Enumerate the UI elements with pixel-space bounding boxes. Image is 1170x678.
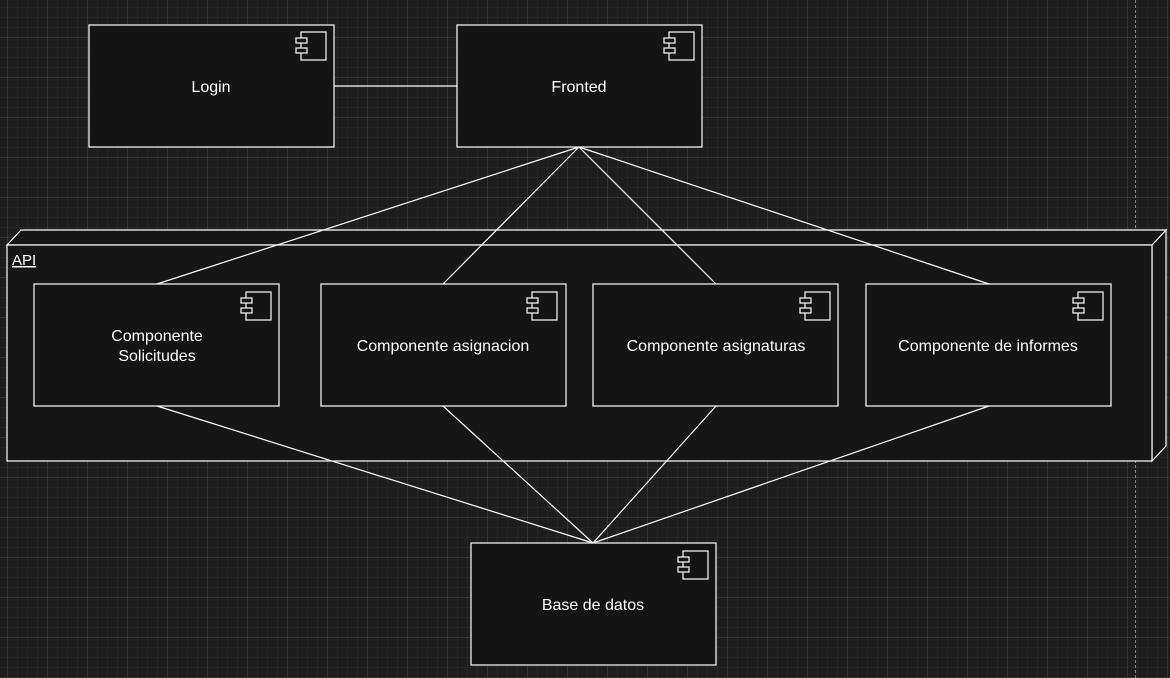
asignacion-component[interactable]: Componente asignacion [320,283,567,407]
connector-frontend-solicitudes[interactable] [156,146,580,285]
database-component-box [470,542,717,666]
component-icon [663,31,695,61]
database-component[interactable]: Base de datos [470,542,717,666]
login-component[interactable]: Login [88,24,335,148]
connector-frontend-asignaturas[interactable] [578,146,717,285]
solicitudes-label-line2: Solicitudes [118,348,195,365]
asignaturas-label: Componente asignaturas [627,338,806,355]
solicitudes-component[interactable]: Componente Solicitudes [33,283,280,407]
informes-component-box [865,283,1112,407]
asignaturas-component[interactable]: Componente asignaturas [592,283,839,407]
frontend-component[interactable]: Fronted [456,24,703,148]
frontend-component-box [456,24,703,148]
asignacion-label: Componente asignacion [357,338,530,355]
asignaturas-component-box [592,283,839,407]
component-icon [1072,291,1104,321]
informes-label: Componente de informes [898,338,1078,355]
connector-frontend-asignacion[interactable] [442,146,580,285]
solicitudes-component-box [33,283,280,407]
connectors [156,85,990,544]
component-icon [240,291,272,321]
login-component-box [88,24,335,148]
component-icon [677,550,709,580]
database-label: Base de datos [542,597,644,614]
connector-frontend-informes[interactable] [578,146,990,285]
component-icon [799,291,831,321]
connector-solicitudes-database[interactable] [156,405,594,544]
connector-asignaturas-database[interactable] [592,405,717,544]
login-label: Login [191,79,230,96]
api-node-side [1151,228,1167,463]
informes-component[interactable]: Componente de informes [865,283,1112,407]
component-icon [295,31,327,61]
api-node-top [5,229,1168,246]
component-icon [526,291,558,321]
connector-asignacion-database[interactable] [442,405,594,544]
asignacion-component-box [320,283,567,407]
frontend-label: Fronted [551,79,606,96]
connector-informes-database[interactable] [592,405,990,544]
solicitudes-label-line1: Componente [111,328,203,345]
api-label: API [12,252,36,269]
